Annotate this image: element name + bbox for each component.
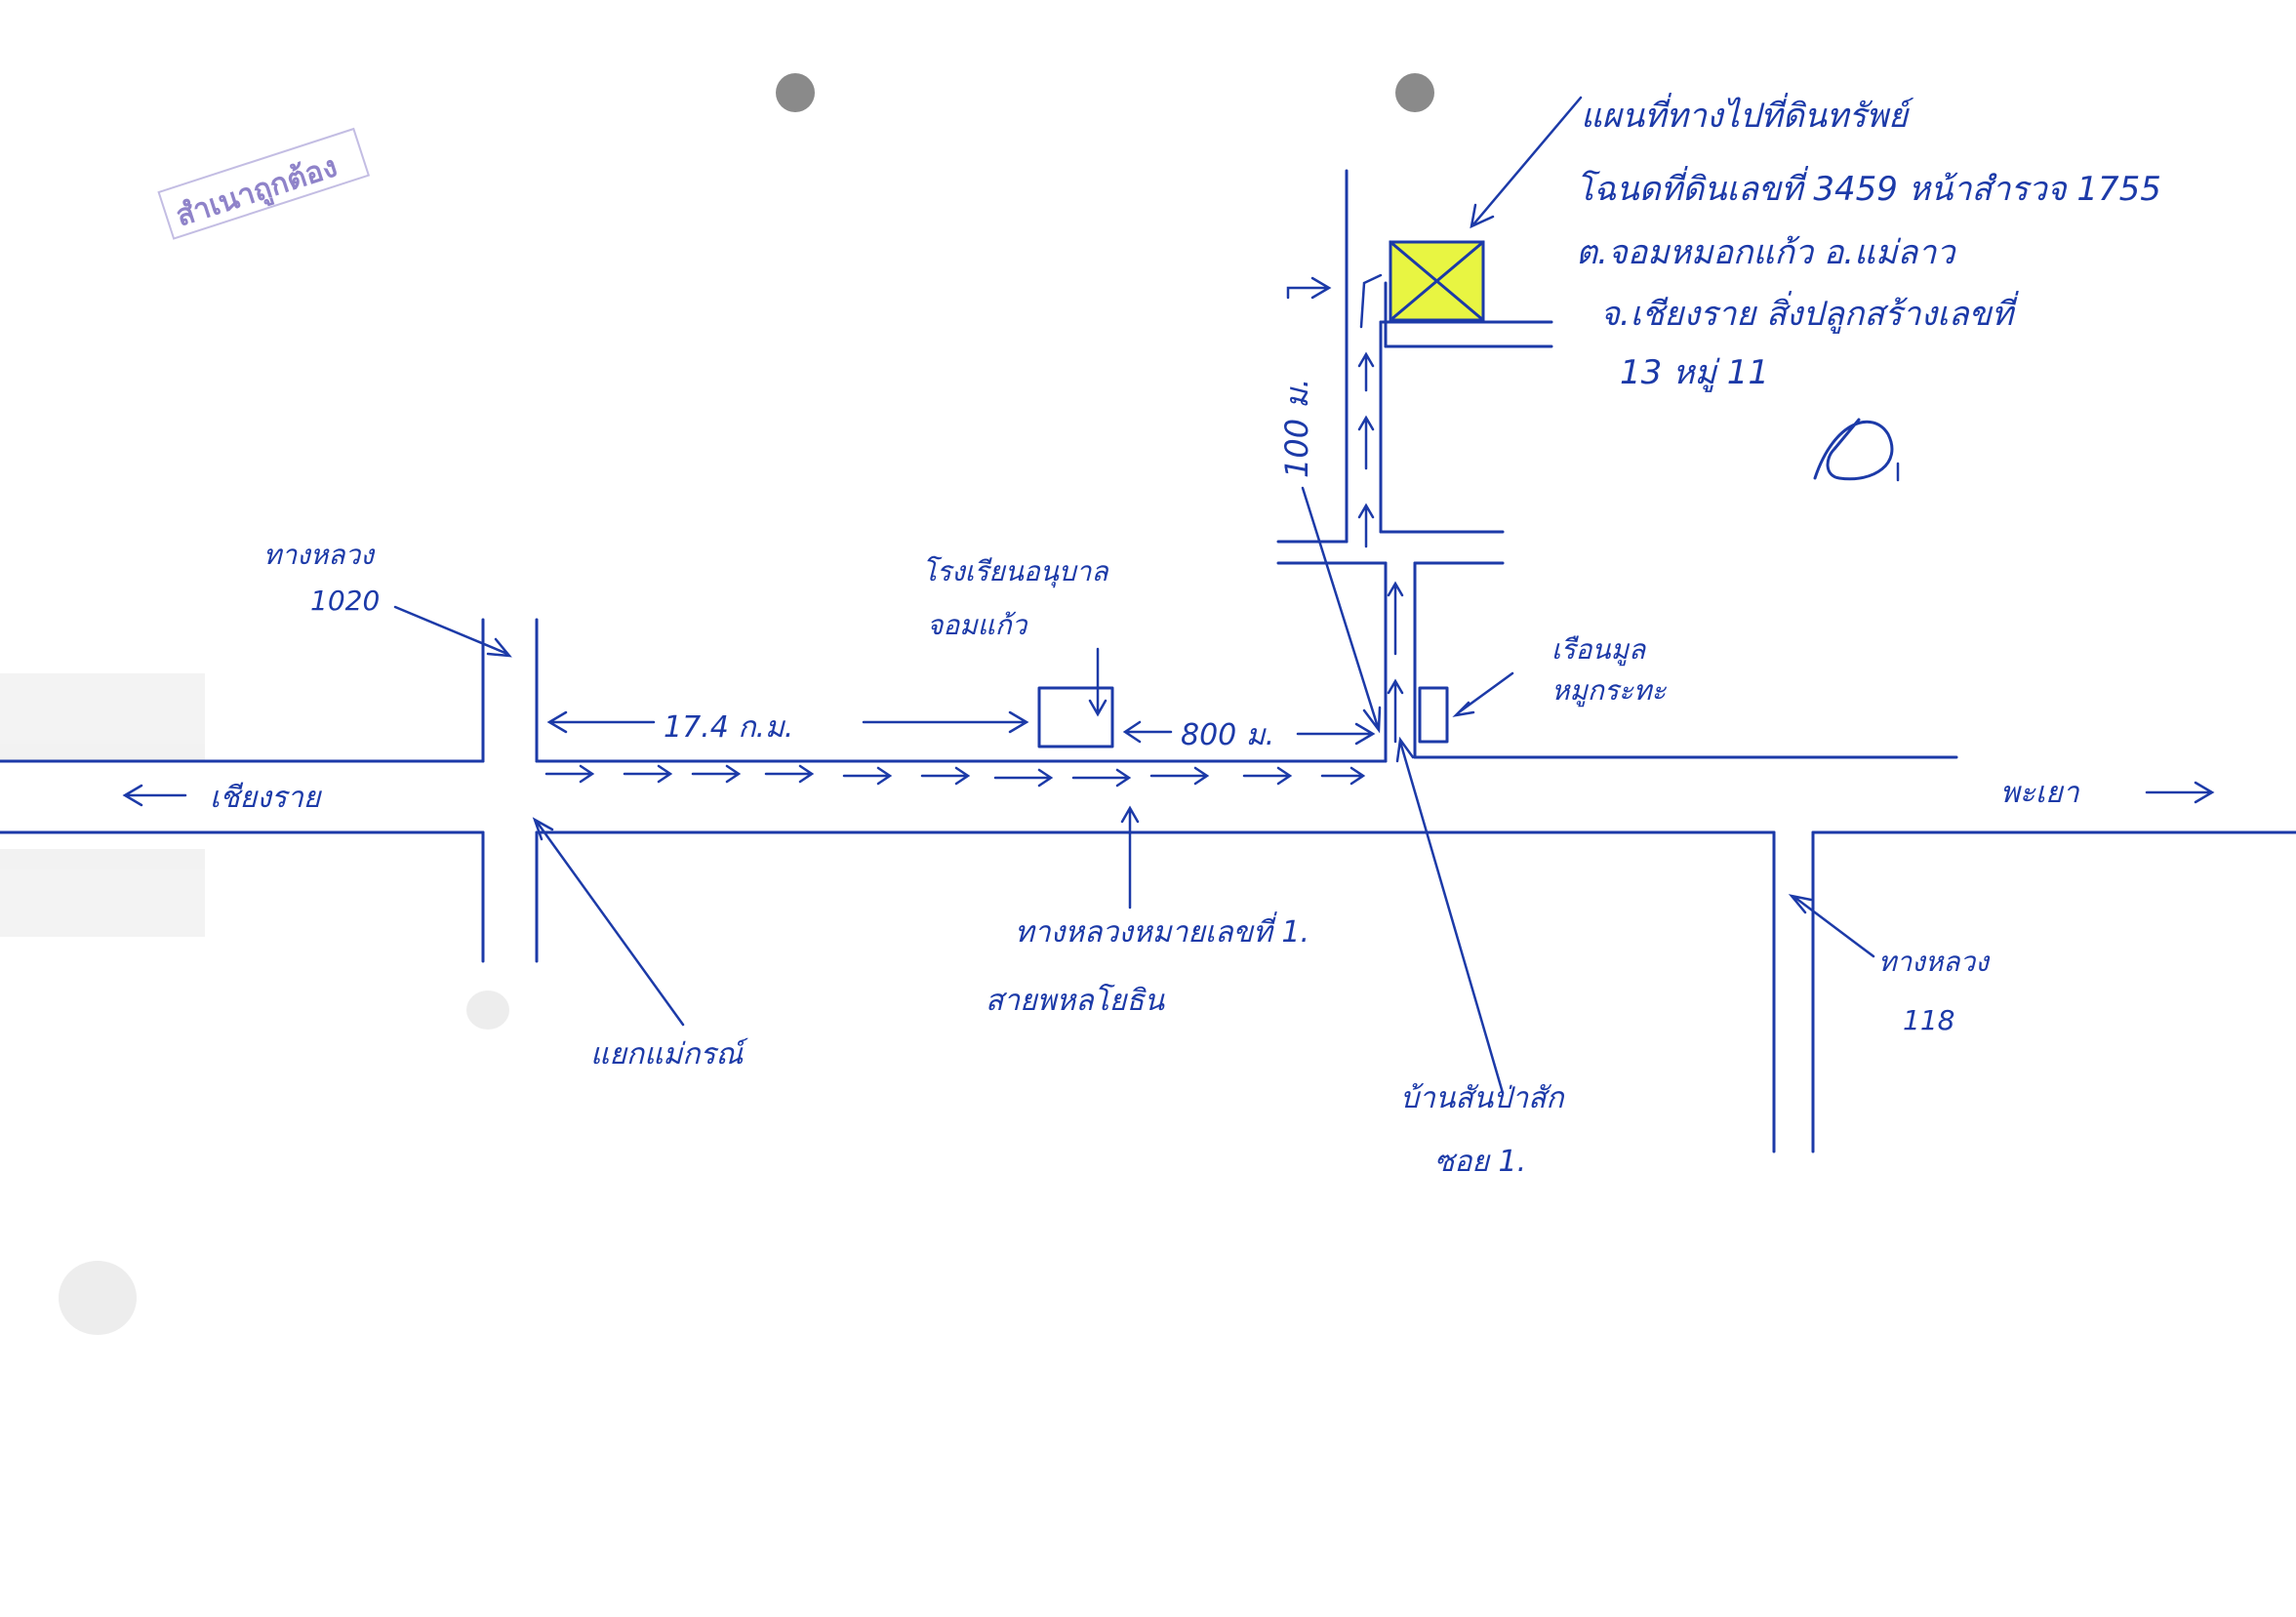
title-block: แผนที่ทางไปที่ดินทรัพย์ โฉนดที่ดินเลขที่…	[1576, 93, 2161, 392]
restaurant-marker	[1418, 686, 1449, 744]
direction-chiang-rai: เชียงราย	[122, 781, 323, 815]
label-house-1: เรือนมูล	[1551, 633, 1647, 667]
label-soi-1: บ้านสันป่าสัก	[1400, 1081, 1565, 1115]
label-chiang-rai: เชียงราย	[210, 781, 323, 815]
title-line-1: แผนที่ทางไปที่ดินทรัพย์	[1581, 93, 1914, 136]
label-soi-2: ซอย 1.	[1434, 1145, 1526, 1179]
direction-phayao: พะเยา	[2000, 776, 2215, 810]
label-phayao: พะเยา	[2000, 776, 2080, 810]
label-highway-1020-name: ทางหลวง	[263, 539, 376, 571]
label-school-1: โรงเรียนอนุบาล	[922, 555, 1109, 588]
title-line-5: 13 หมู่ 11	[1620, 353, 1769, 392]
label-highway-118-name: ทางหลวง	[1878, 946, 1991, 978]
title-line-4: จ.เชียงราย สิ่งปลูกสร้างเลขที่	[1600, 291, 2019, 334]
punch-hole-right	[1395, 73, 1434, 112]
label-highway-1-line2: สายพหลโยธิน	[986, 983, 1166, 1018]
soi-road	[1276, 169, 1553, 763]
title-line-2: โฉนดที่ดินเลขที่ 3459 หน้าสำรวจ 1755	[1576, 166, 2161, 209]
label-dist-800: 800 ม.	[1181, 718, 1274, 752]
label-highway-1-line1: ทางหลวงหมายเลขที่ 1.	[1015, 911, 1309, 950]
label-highway-1020-number: 1020	[310, 585, 380, 617]
route-arrows	[544, 273, 1404, 788]
highway-1-road	[0, 755, 2296, 834]
target-plot	[1389, 240, 1485, 322]
label-mae-korn: แยกแม่กรณ์	[590, 1037, 748, 1071]
label-house-2: หมูกระทะ	[1551, 674, 1667, 707]
school-marker	[1037, 686, 1114, 748]
stamp: สำเนาถูกต้อง	[157, 127, 371, 240]
highway-1020-road	[481, 618, 539, 963]
label-dist-100: 100 ม.	[1278, 378, 1315, 478]
highway-118-road	[1772, 830, 1815, 1153]
leader-lines	[393, 96, 1875, 1095]
punch-hole-left	[776, 73, 815, 112]
scan-smudges	[0, 673, 509, 1335]
title-line-3: ต.จอมหมอกแก้ว อ.แม่ลาว	[1576, 233, 1956, 272]
label-highway-118-number: 118	[1903, 1004, 1954, 1036]
signature	[1813, 418, 1900, 482]
dimension-lines	[546, 276, 1376, 746]
label-school-2: จอมแก้ว	[927, 609, 1029, 641]
label-dist-17-4: 17.4 ก.ม.	[664, 710, 793, 745]
